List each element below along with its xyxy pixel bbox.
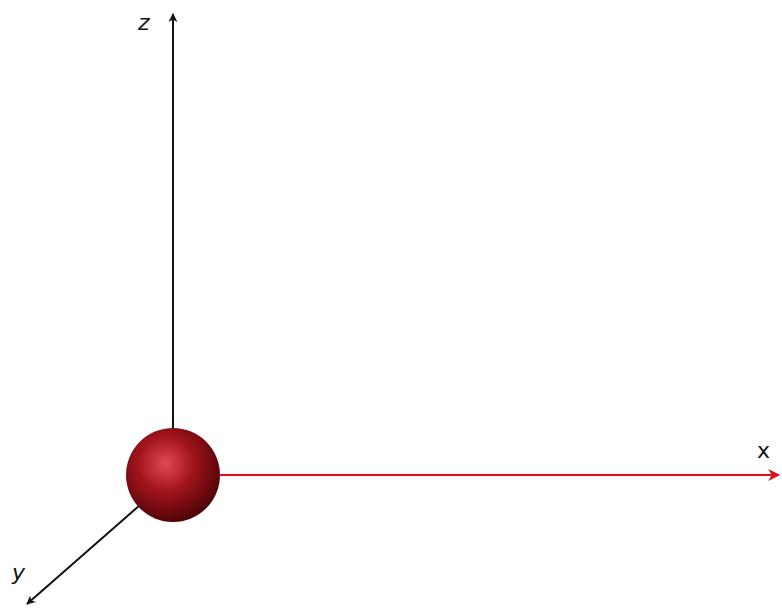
z-axis — [172, 14, 174, 440]
origin-sphere — [126, 428, 220, 522]
axis-label: z — [138, 12, 150, 34]
axis-label: x — [757, 440, 770, 462]
y-axis — [27, 505, 140, 604]
axis-label: y — [12, 562, 25, 584]
x-axis — [215, 474, 779, 476]
